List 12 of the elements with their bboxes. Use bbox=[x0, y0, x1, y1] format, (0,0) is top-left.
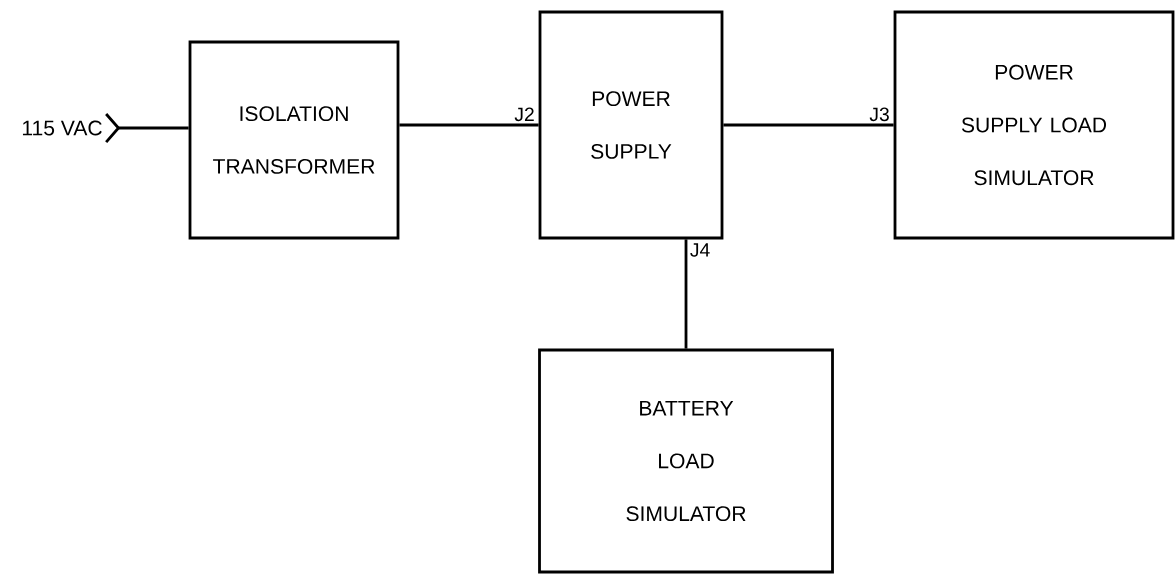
block-box: BATTERY LOAD SIMULATOR bbox=[538, 348, 834, 574]
connector-line bbox=[723, 123, 894, 127]
block-box: ISOLATION TRANSFORMER bbox=[188, 40, 400, 240]
connector-label: J4 bbox=[690, 243, 710, 257]
block-box: POWER SUPPLY bbox=[538, 10, 724, 240]
connector-line bbox=[399, 123, 539, 127]
connector-label: J2 bbox=[514, 107, 534, 122]
voltage-label: 115 VAC bbox=[22, 120, 102, 136]
block-box: POWER SUPPLY LOAD SIMULATOR bbox=[893, 10, 1175, 240]
connector-line bbox=[684, 239, 688, 349]
connector-line bbox=[105, 113, 189, 143]
connector-label: J3 bbox=[869, 107, 889, 122]
